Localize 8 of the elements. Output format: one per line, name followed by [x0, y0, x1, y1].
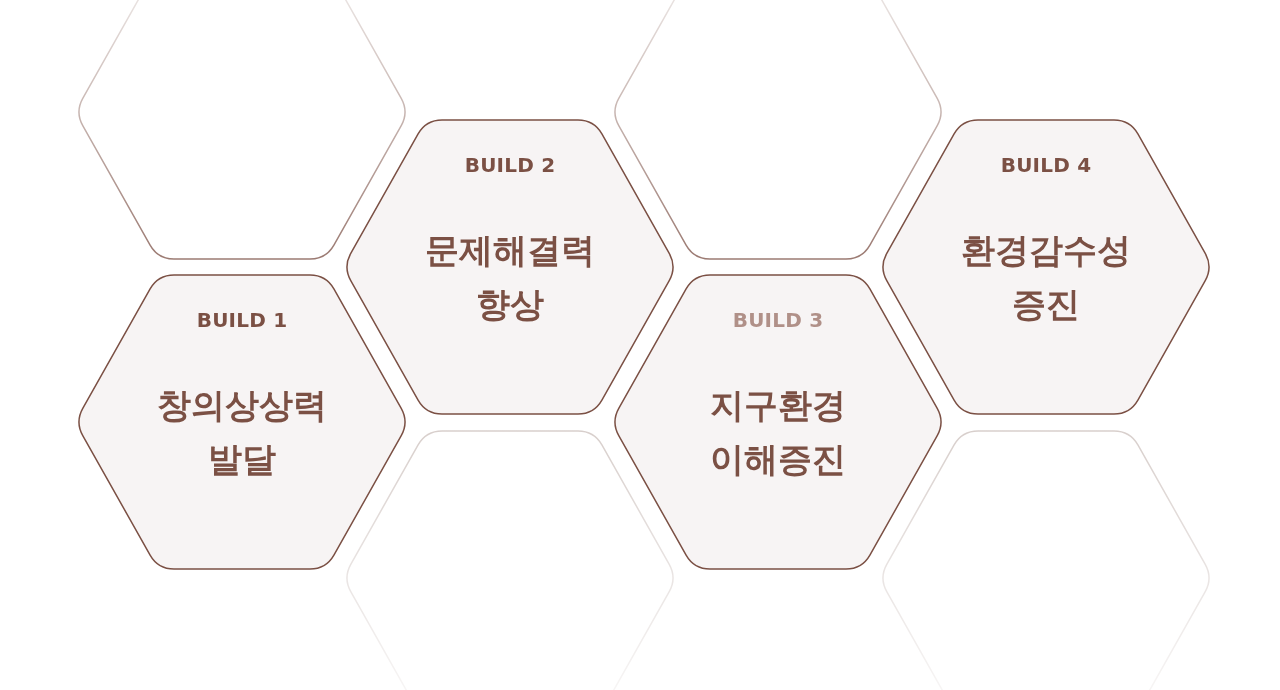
goal-text: 지구환경 이해증진 — [709, 384, 847, 481]
goal-text: 창의상상력 발달 — [156, 384, 328, 481]
build-label: BUILD 4 — [1000, 153, 1092, 177]
build-label: BUILD 1 — [196, 308, 288, 332]
build-label: BUILD 3 — [732, 308, 824, 332]
goal-text: 문제해결력 향상 — [424, 229, 596, 326]
goal-text: 환경감수성 증진 — [960, 229, 1132, 326]
build-label: BUILD 2 — [464, 153, 556, 177]
